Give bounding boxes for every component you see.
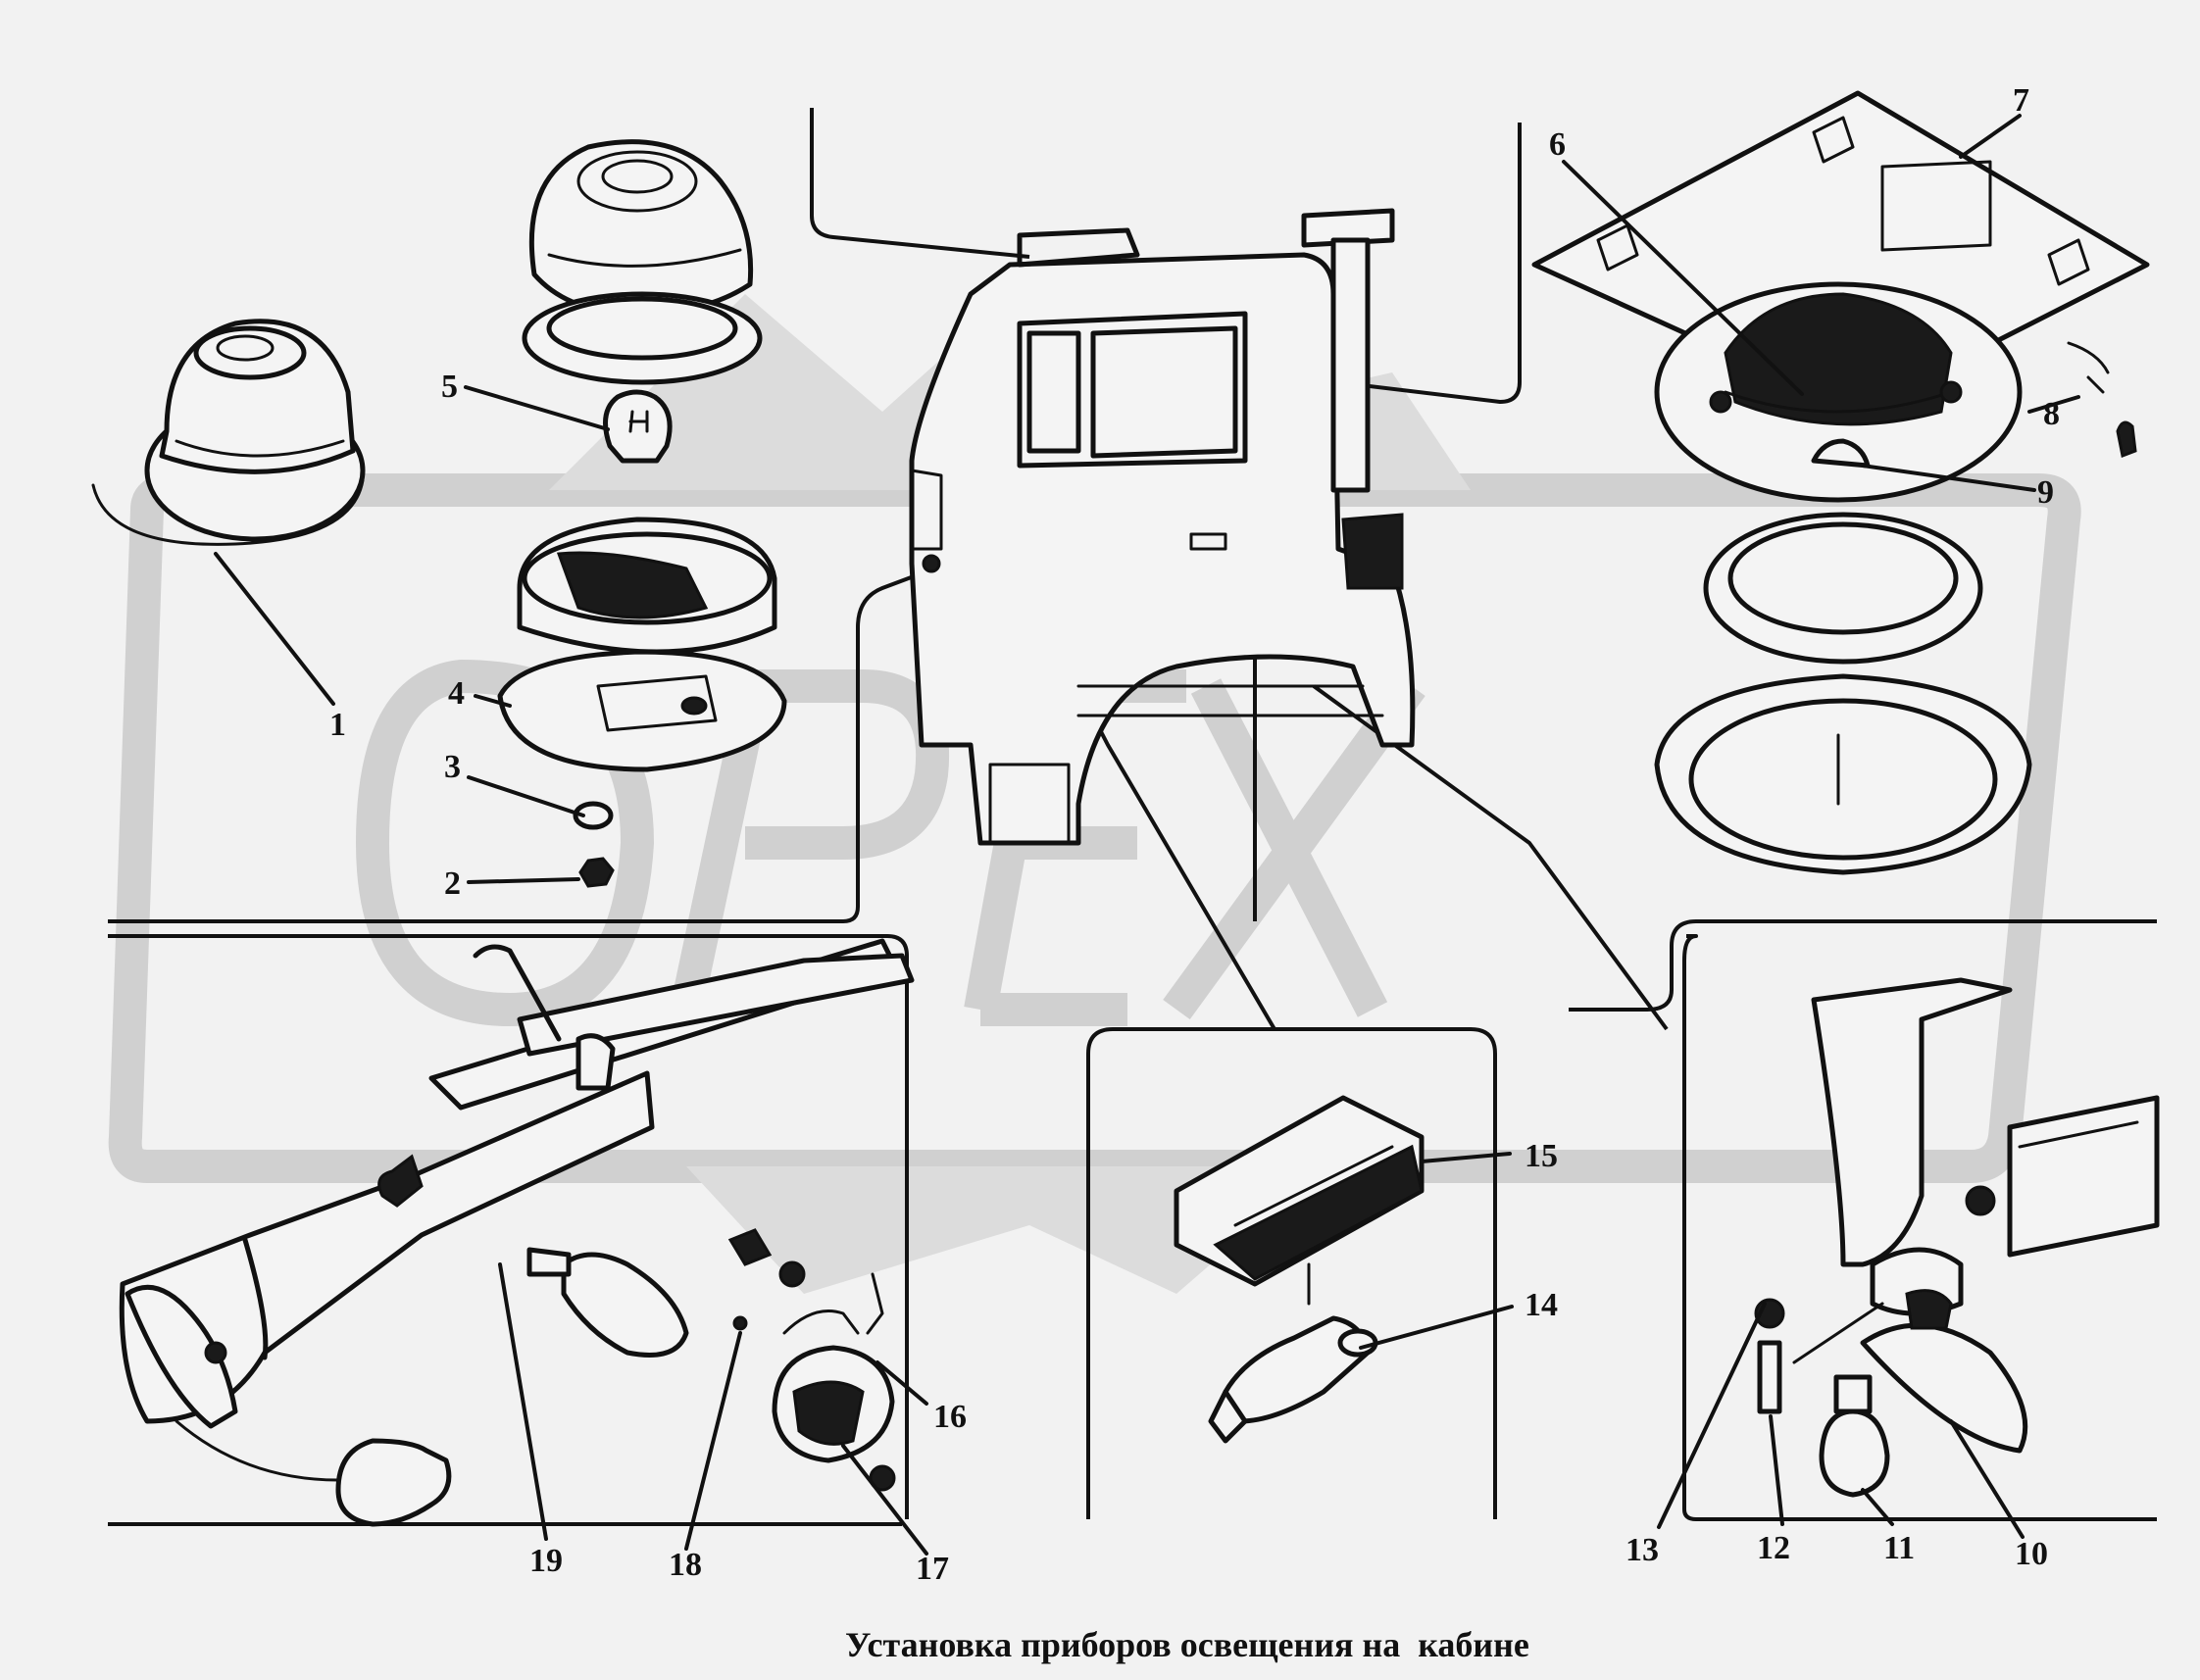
callout-labels: 1 2 3 4 5 6 7 8 9 10 11 12 13 14 15 16 1…: [329, 82, 2060, 1587]
callout-6: 6: [1549, 126, 1566, 163]
callout-8: 8: [2043, 396, 2060, 432]
callout-18: 18: [669, 1547, 702, 1583]
diagram-title: Установка приборов освещения на кабине: [845, 1625, 1529, 1664]
wiring-harness: [108, 108, 2157, 1526]
callout-4: 4: [448, 675, 465, 712]
callout-10: 10: [2015, 1536, 2048, 1572]
callout-2: 2: [444, 865, 461, 902]
callout-leaders: [214, 114, 2080, 1556]
callout-1: 1: [329, 707, 346, 743]
callout-7: 7: [2013, 82, 2029, 119]
step-lamp: [1174, 1095, 1425, 1444]
callout-13: 13: [1625, 1532, 1659, 1568]
callout-12: 12: [1757, 1530, 1790, 1566]
callout-15: 15: [1525, 1138, 1558, 1174]
callout-9: 9: [2037, 474, 2054, 511]
roof-lamp-assembly: [497, 139, 787, 888]
truck-cab: [909, 208, 1416, 846]
license-plate-lamp: [1754, 977, 2160, 1498]
callout-11: 11: [1883, 1530, 1915, 1566]
callout-17: 17: [916, 1551, 949, 1587]
callout-16: 16: [933, 1399, 967, 1435]
marker-lamp-1: [91, 319, 366, 546]
callout-14: 14: [1525, 1287, 1558, 1323]
callout-3: 3: [444, 749, 461, 785]
dome-lamp-assembly: [1531, 90, 2150, 875]
callout-19: 19: [529, 1543, 563, 1579]
side-marker-assembly: [119, 938, 915, 1527]
callout-5: 5: [441, 369, 458, 405]
